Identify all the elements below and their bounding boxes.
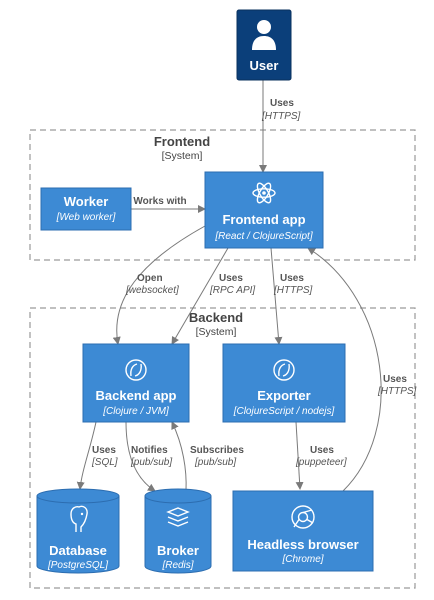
edge-tech-frontend-exporter: [HTTPS] [273, 285, 313, 296]
edge-frontend-exporter [270, 247, 283, 345]
edge-frontend-backend-rpc [171, 247, 229, 345]
database-node-name: Database [49, 543, 107, 558]
frontend-app-node[interactable]: Frontend app [React / ClojureScript] [204, 171, 324, 249]
edge-tech-user-frontend: [HTTPS] [261, 111, 301, 122]
headless-browser-node-name: Headless browser [247, 537, 358, 552]
edge-label-frontend-exporter: Uses [280, 273, 304, 284]
user-node-name: User [250, 58, 279, 73]
edge-label-frontend-backend-ws: Open [137, 273, 163, 284]
person-icon [252, 20, 276, 50]
edge-label-backend-broker: Notifies [131, 445, 168, 456]
edge-label-exporter-headless: Uses [310, 445, 334, 456]
edge-label-broker-backend: Subscribes [190, 445, 244, 456]
worker-node-name: Worker [64, 194, 109, 209]
edge-label-frontend-backend-rpc: Uses [219, 273, 243, 284]
edge-tech-exporter-headless: [puppeteer] [295, 457, 347, 468]
frontend-app-node-name: Frontend app [222, 212, 305, 227]
clojure-icon [125, 359, 147, 381]
edge-tech-backend-database: [SQL] [91, 457, 118, 468]
edge-tech-backend-broker: [pub/sub] [130, 457, 172, 468]
headless-browser-node-tech: [Chrome] [281, 554, 323, 565]
broker-node-name: Broker [157, 543, 199, 558]
chrome-icon [291, 505, 315, 529]
headless-browser-node[interactable]: Headless browser [Chrome] [232, 490, 374, 572]
edge-label-headless-frontend: Uses [383, 374, 407, 385]
edge-exporter-headless [295, 421, 304, 490]
postgresql-icon [70, 505, 88, 532]
exporter-node[interactable]: Exporter [ClojureScript / nodejs] [222, 343, 346, 423]
frontend-boundary-type: [System] [162, 150, 203, 162]
edge-tech-broker-backend: [pub/sub] [194, 457, 236, 468]
frontend-app-node-tech: [React / ClojureScript] [214, 231, 312, 242]
worker-node-tech: [Web worker] [56, 212, 116, 223]
exporter-node-tech: [ClojureScript / nodejs] [233, 406, 335, 417]
edge-label-worker-frontend: Works with [133, 196, 186, 207]
backend-app-node-name: Backend app [96, 388, 177, 403]
edge-label-backend-database: Uses [92, 445, 116, 456]
worker-node[interactable]: Worker [Web worker] [40, 187, 132, 231]
user-node[interactable]: User [236, 9, 292, 81]
backend-app-node-tech: [Clojure / JVM] [102, 406, 169, 417]
edge-backend-broker [125, 421, 156, 492]
database-node[interactable]: Database [PostgreSQL] [36, 488, 120, 574]
edge-tech-frontend-backend-rpc: [RPC API] [209, 285, 255, 296]
backend-boundary-title: Backend [189, 310, 243, 325]
backend-boundary-type: [System] [196, 326, 237, 338]
edge-labels: Uses [HTTPS] Works with Open [websocket]… [91, 98, 417, 468]
exporter-node-name: Exporter [257, 388, 310, 403]
edge-backend-database [76, 421, 97, 490]
frontend-boundary: Frontend [System] [29, 129, 416, 261]
react-icon [252, 182, 276, 204]
redis-icon [166, 507, 190, 527]
edge-broker-backend [171, 421, 187, 492]
edges [76, 80, 382, 492]
clojure-icon [273, 359, 295, 381]
database-node-tech: [PostgreSQL] [47, 560, 108, 571]
backend-app-node[interactable]: Backend app [Clojure / JVM] [82, 343, 190, 423]
broker-node[interactable]: Broker [Redis] [144, 488, 212, 574]
broker-node-tech: [Redis] [161, 560, 193, 571]
edge-label-user-frontend: Uses [270, 98, 294, 109]
frontend-boundary-title: Frontend [154, 134, 210, 149]
edge-headless-frontend [307, 247, 382, 492]
edge-tech-frontend-backend-ws: [websocket] [125, 285, 179, 296]
edge-frontend-backend-ws [112, 219, 214, 345]
edge-tech-headless-frontend: [HTTPS] [377, 386, 417, 397]
